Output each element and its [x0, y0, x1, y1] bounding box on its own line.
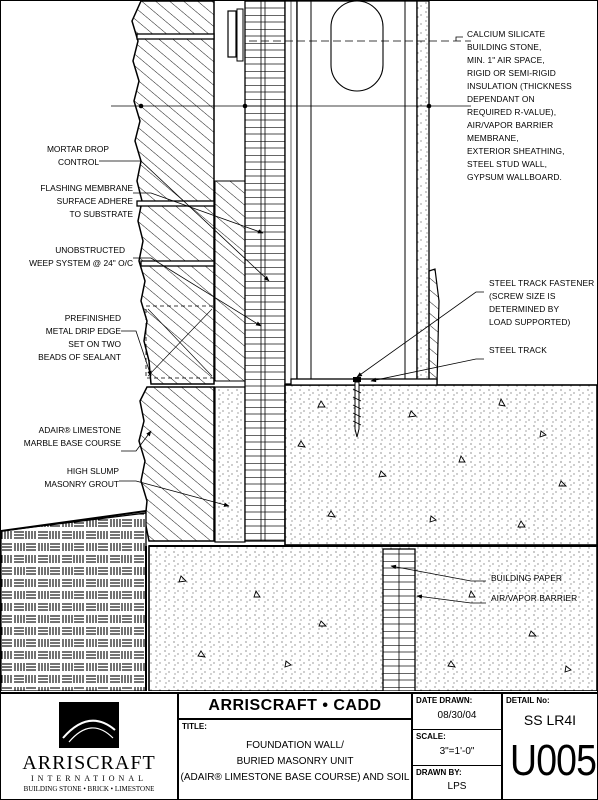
- mortar-joints: [136, 33, 215, 267]
- svg-text:CALCIUM SILICATE: CALCIUM SILICATE: [467, 29, 546, 39]
- svg-text:EXTERIOR SHEATHING,: EXTERIOR SHEATHING,: [467, 146, 565, 156]
- section-drawing: CALCIUM SILICATE BUILDING STONE, MIN. 1"…: [1, 1, 597, 692]
- detail-label: DETAIL No:: [506, 696, 550, 705]
- svg-text:DETERMINED BY: DETERMINED BY: [489, 304, 559, 314]
- label-drip-edge: PREFINISHED METAL DRIP EDGE SET ON TWO B…: [38, 313, 121, 362]
- svg-text:UNOBSTRUCTED: UNOBSTRUCTED: [55, 245, 125, 255]
- svg-text:HIGH SLUMP: HIGH SLUMP: [67, 466, 120, 476]
- foundation-aggregate: [178, 575, 572, 673]
- drawn-value: LPS: [447, 781, 467, 792]
- scale-cell: SCALE: 3"=1'-0": [413, 730, 503, 766]
- baseboard: [428, 268, 440, 385]
- logo-tagline: BUILDING STONE • BRICK • LIMESTONE: [23, 785, 155, 793]
- svg-text:BUILDING STONE,: BUILDING STONE,: [467, 42, 541, 52]
- date-value: 08/30/04: [437, 710, 477, 721]
- label-top-right: CALCIUM SILICATE BUILDING STONE, MIN. 1"…: [467, 29, 572, 182]
- steel-track: [290, 378, 438, 386]
- scale-label: SCALE:: [416, 732, 446, 741]
- svg-text:STEEL TRACK: STEEL TRACK: [489, 345, 547, 355]
- svg-text:STEEL TRACK FASTENER: STEEL TRACK FASTENER: [489, 278, 594, 288]
- svg-text:PREFINISHED: PREFINISHED: [65, 313, 121, 323]
- svg-text:REQUIRED R-VALUE),: REQUIRED R-VALUE),: [467, 107, 556, 117]
- detail-cell: DETAIL No: SS LR4I U005: [503, 694, 597, 799]
- svg-text:(SCREW SIZE IS: (SCREW SIZE IS: [489, 291, 556, 301]
- svg-text:AIR/VAPOR BARRIER: AIR/VAPOR BARRIER: [491, 593, 577, 603]
- concrete-slab: [284, 384, 597, 546]
- logo-cell: ARRISCRAFT INTERNATIONAL BUILDING STONE …: [1, 694, 179, 799]
- scale-value: 3"=1'-0": [439, 746, 475, 757]
- svg-text:MIN. 1" AIR SPACE,: MIN. 1" AIR SPACE,: [467, 55, 545, 65]
- title-line-1: FOUNDATION WALL/: [246, 740, 344, 751]
- logo-sub: INTERNATIONAL: [31, 774, 147, 783]
- svg-text:WEEP SYSTEM @ 24" O/C: WEEP SYSTEM @ 24" O/C: [29, 258, 133, 268]
- svg-text:GYPSUM WALLBOARD.: GYPSUM WALLBOARD.: [467, 172, 562, 182]
- date-label: DATE DRAWN:: [416, 696, 473, 705]
- foundation-wall: [148, 545, 597, 692]
- title-block: ARRISCRAFT INTERNATIONAL BUILDING STONE …: [1, 692, 597, 799]
- title-label: TITLE:: [182, 722, 207, 731]
- svg-text:RIGID OR SEMI-RIGID: RIGID OR SEMI-RIGID: [467, 68, 556, 78]
- label-weep: UNOBSTRUCTED WEEP SYSTEM @ 24" O/C: [29, 245, 133, 268]
- title-cell: TITLE: FOUNDATION WALL/ BURIED MASONRY U…: [179, 720, 413, 799]
- date-cell: DATE DRAWN: 08/30/04: [413, 694, 503, 730]
- svg-text:BUILDING PAPER: BUILDING PAPER: [491, 573, 562, 583]
- svg-text:TO SUBSTRATE: TO SUBSTRATE: [70, 209, 134, 219]
- label-grout: HIGH SLUMP MASONRY GROUT: [44, 466, 119, 489]
- label-air-vapor: AIR/VAPOR BARRIER: [491, 593, 577, 603]
- flashing-membrane: [214, 180, 246, 382]
- label-mortar-drop: MORTAR DROP CONTROL: [47, 144, 109, 167]
- soil: [1, 512, 147, 692]
- arriscraft-logo-icon: [59, 702, 119, 748]
- stone-veneer: [131, 1, 215, 385]
- label-limestone: ADAIR® LIMESTONE MARBLE BASE COURSE: [24, 425, 122, 448]
- label-flashing: FLASHING MEMBRANE SURFACE ADHERE TO SUBS…: [40, 183, 133, 219]
- svg-text:ADAIR® LIMESTONE: ADAIR® LIMESTONE: [39, 425, 122, 435]
- company-cell: ARRISCRAFT • CADD: [179, 694, 413, 720]
- svg-text:INSULATION (THICKNESS: INSULATION (THICKNESS: [467, 81, 572, 91]
- detail-value: SS LR4I: [523, 712, 577, 728]
- svg-text:AIR/VAPOR BARRIER: AIR/VAPOR BARRIER: [467, 120, 553, 130]
- svg-text:MASONRY GROUT: MASONRY GROUT: [44, 479, 119, 489]
- svg-text:STEEL STUD WALL,: STEEL STUD WALL,: [467, 159, 547, 169]
- svg-text:METAL DRIP EDGE: METAL DRIP EDGE: [46, 326, 122, 336]
- svg-text:CONTROL: CONTROL: [58, 157, 99, 167]
- title-line-3: (ADAIR® LIMESTONE BASE COURSE) AND SOIL: [180, 772, 410, 783]
- label-building-paper: BUILDING PAPER: [491, 573, 562, 583]
- svg-text:BEADS OF SEALANT: BEADS OF SEALANT: [38, 352, 121, 362]
- leader-lines: [99, 36, 486, 604]
- svg-text:DEPENDANT ON: DEPENDANT ON: [467, 94, 535, 104]
- label-track-fastener: STEEL TRACK FASTENER (SCREW SIZE IS DETE…: [489, 278, 594, 327]
- drawn-label: DRAWN BY:: [416, 768, 462, 777]
- title-line-2: BURIED MASONRY UNIT: [236, 756, 354, 767]
- svg-text:FLASHING MEMBRANE: FLASHING MEMBRANE: [40, 183, 133, 193]
- stud-knockout: [330, 1, 384, 92]
- svg-text:LOAD SUPPORTED): LOAD SUPPORTED): [489, 317, 571, 327]
- track-screw: [352, 377, 362, 438]
- logo-name: ARRISCRAFT: [22, 752, 156, 774]
- svg-text:MARBLE BASE COURSE: MARBLE BASE COURSE: [24, 438, 122, 448]
- svg-text:MORTAR DROP: MORTAR DROP: [47, 144, 109, 154]
- detail-code: U005: [510, 736, 597, 785]
- svg-text:SET ON TWO: SET ON TWO: [68, 339, 121, 349]
- svg-text:SURFACE ADHERE: SURFACE ADHERE: [57, 196, 134, 206]
- aggregate-marks: [297, 397, 568, 528]
- label-steel-track: STEEL TRACK: [489, 345, 547, 355]
- wall-tie: [227, 10, 237, 58]
- limestone-base-course: [138, 386, 215, 542]
- company-name: ARRISCRAFT • CADD: [208, 697, 382, 714]
- drawn-cell: DRAWN BY: LPS: [413, 766, 503, 799]
- svg-text:MEMBRANE,: MEMBRANE,: [467, 133, 519, 143]
- masonry-grout: [214, 386, 246, 543]
